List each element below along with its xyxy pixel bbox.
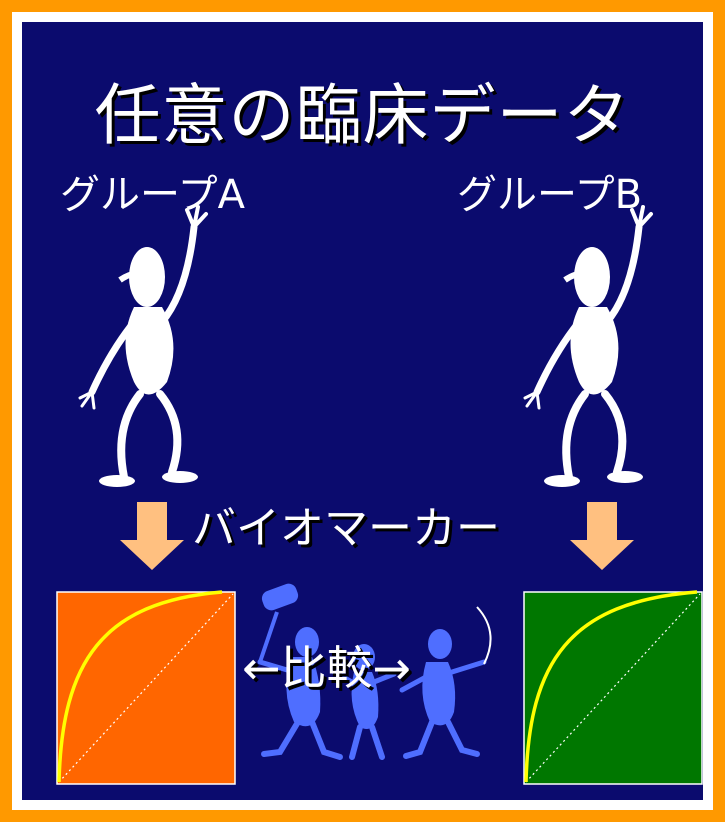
fighting-figures-clipart [257,583,492,760]
diagram-graphics [56,205,703,785]
compare-label: ←比較→ [242,641,412,695]
plot-a [56,590,236,785]
person-b-figure [523,205,653,487]
down-arrow-b [570,502,634,570]
slide-title: 任意の臨床データ [94,77,631,154]
down-arrow-a [120,502,184,570]
plot-b [523,590,703,785]
biomarker-label: バイオマーカー [192,503,500,554]
group-a-label: グループA [60,172,245,218]
group-b-label: グループB [457,172,643,218]
slide-background: 任意の臨床データ グループA グループB [22,22,703,800]
person-a-figure [78,205,208,487]
